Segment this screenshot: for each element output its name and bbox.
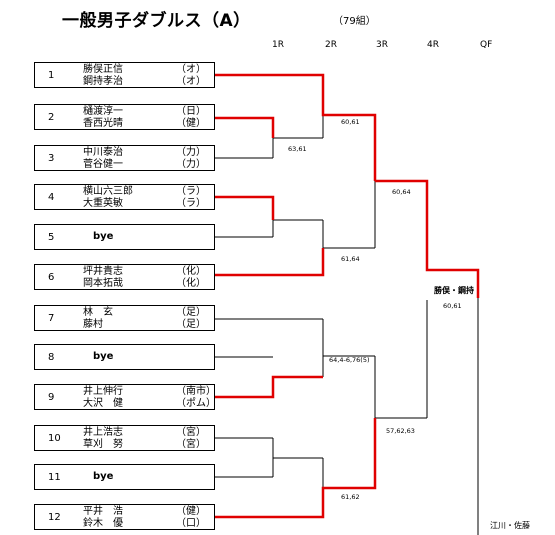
- club-1: （健）: [176, 506, 206, 517]
- entry-12: 12 平井 浩 （健） 鈴木 優 （口）: [34, 504, 215, 530]
- club-1: （足）: [176, 307, 206, 318]
- player-2: 大沢 健: [83, 398, 123, 409]
- entry-11: 11 bye: [34, 464, 215, 490]
- seed-number: 9: [48, 392, 55, 403]
- player-2: 草刈 努: [83, 439, 123, 450]
- bye-label: bye: [93, 351, 114, 362]
- club-1: （日）: [176, 106, 206, 117]
- round-label-qf: QF: [480, 40, 493, 50]
- player-1: 坪井貴志: [83, 266, 123, 277]
- club-2: （宮）: [176, 439, 206, 450]
- round-label-3r: 3R: [376, 40, 388, 50]
- score-r2-1v3: 60,61: [341, 118, 360, 126]
- score-r1-2v3: 63,61: [288, 145, 307, 153]
- red-path-e6: [215, 248, 325, 277]
- entry-8: 8 bye: [34, 344, 215, 370]
- player-1: 樋渡淳一: [83, 106, 123, 117]
- player-2: 鈴木 優: [83, 518, 123, 529]
- red-path-e1-qf: [375, 179, 480, 298]
- club-1: （南市）: [176, 386, 216, 397]
- red-path-e12: [215, 418, 377, 519]
- club-1: （宮）: [176, 427, 206, 438]
- bye-label: bye: [93, 471, 114, 482]
- club-1: （化）: [176, 266, 206, 277]
- score-r3-7v12: 57,62,63: [386, 427, 415, 435]
- seed-number: 7: [48, 313, 55, 324]
- score-r4-1v12: 60,61: [443, 302, 462, 310]
- round-label-2r: 2R: [325, 40, 337, 50]
- player-1: 井上浩志: [83, 427, 123, 438]
- seed-number: 12: [48, 512, 61, 523]
- entry-9: 9 井上伸行 （南市） 大沢 健 （ポム）: [34, 384, 216, 410]
- entry-count: （79組）: [333, 16, 376, 27]
- club-2: （力）: [176, 159, 206, 170]
- player-1: 中川泰治: [83, 147, 123, 158]
- club-2: （化）: [176, 278, 206, 289]
- player-1: 井上伸行: [83, 386, 123, 397]
- club-1: （オ）: [176, 64, 206, 75]
- player-1: 横山六三郎: [83, 186, 133, 197]
- player-1: 勝俣正信: [83, 64, 123, 75]
- round-label-4r: 4R: [427, 40, 439, 50]
- club-2: （オ）: [176, 76, 206, 87]
- seed-number: 6: [48, 272, 55, 283]
- entry-7: 7 林 玄 （足） 藤村 （足）: [34, 305, 215, 331]
- entry-5: 5 bye: [34, 224, 215, 250]
- player-2: 菅谷健一: [83, 159, 123, 170]
- club-2: （口）: [176, 518, 206, 529]
- player-1: 平井 浩: [83, 506, 123, 517]
- player-2: 鋼持孝治: [83, 76, 123, 87]
- entry-10: 10 井上浩志 （宮） 草刈 努 （宮）: [34, 425, 215, 451]
- entry-1: 1 勝俣正信 （オ） 鋼持孝治 （オ）: [34, 62, 215, 88]
- player-1: 林 玄: [83, 307, 113, 318]
- red-path-e9: [215, 375, 323, 399]
- score-r2-10v12: 61,62: [341, 493, 360, 501]
- round-label-1r: 1R: [272, 40, 284, 50]
- seed-number: 2: [48, 112, 55, 123]
- seed-number: 11: [48, 472, 61, 483]
- winner-label: 勝俣・鋼持: [434, 286, 474, 295]
- entry-4: 4 横山六三郎 （ラ） 大重英敏 （ラ）: [34, 184, 215, 210]
- seed-number: 1: [48, 70, 55, 81]
- score-r3-1v6: 60,64: [392, 188, 411, 196]
- entry-6: 6 坪井貴志 （化） 岡本拓哉 （化）: [34, 264, 215, 290]
- club-2: （健）: [176, 118, 206, 129]
- player-2: 藤村: [83, 319, 103, 330]
- club-2: （ポム）: [176, 398, 216, 409]
- red-path-e1: [215, 73, 377, 181]
- club-1: （ラ）: [176, 186, 206, 197]
- bracket-red-lines: [215, 73, 480, 519]
- club-1: （力）: [176, 147, 206, 158]
- player-2: 大重英敏: [83, 198, 123, 209]
- player-2: 香西光晴: [83, 118, 123, 129]
- score-r2-7v9: 64,4-6,76(5): [329, 356, 370, 364]
- seed-number: 8: [48, 352, 55, 363]
- page-title: 一般男子ダブルス（A）: [62, 11, 251, 31]
- bye-label: bye: [93, 231, 114, 242]
- seed-number: 5: [48, 232, 55, 243]
- player-2: 岡本拓哉: [83, 278, 123, 289]
- score-r2-4v6: 61,64: [341, 255, 360, 263]
- seed-number: 4: [48, 192, 55, 203]
- qf-opponent-label: 江川・佐藤: [490, 521, 530, 530]
- bracket-black-lines: [215, 115, 479, 535]
- club-2: （ラ）: [176, 198, 206, 209]
- red-path-e2: [215, 116, 275, 138]
- entry-3: 3 中川泰治 （力） 菅谷健一 （力）: [34, 145, 215, 171]
- club-2: （足）: [176, 319, 206, 330]
- seed-number: 10: [48, 433, 61, 444]
- red-path-e4: [215, 195, 275, 220]
- entry-2: 2 樋渡淳一 （日） 香西光晴 （健）: [34, 104, 215, 130]
- seed-number: 3: [48, 153, 55, 164]
